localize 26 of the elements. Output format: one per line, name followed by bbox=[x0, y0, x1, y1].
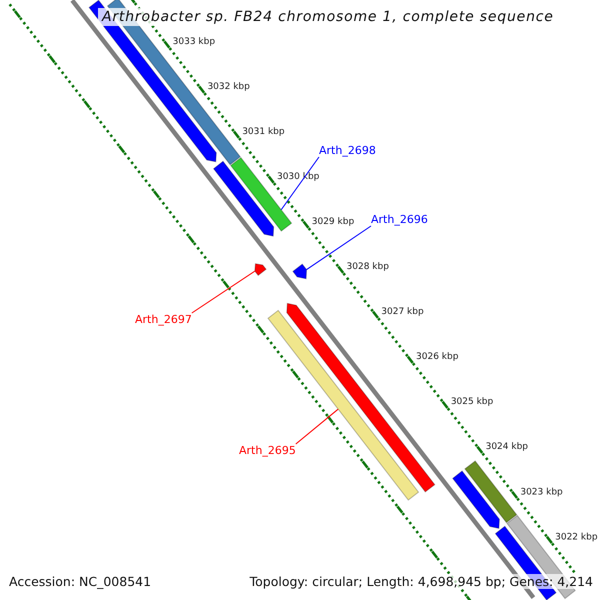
tick-label: 3026 kbp bbox=[416, 352, 458, 362]
gene-label: Arth_2696 bbox=[371, 213, 428, 226]
tick-label: 3032 kbp bbox=[207, 82, 250, 92]
tick-label: 3024 kbp bbox=[486, 442, 528, 452]
gene-label: Arth_2697 bbox=[135, 313, 192, 326]
gene-label: Arth_2695 bbox=[239, 444, 296, 457]
gene-feature-bar bbox=[254, 263, 267, 276]
leader-line bbox=[295, 408, 339, 444]
leader-line bbox=[280, 156, 320, 210]
tick-label: 3029 kbp bbox=[312, 217, 354, 228]
footer-text: Accession: NC_008541 bbox=[9, 574, 152, 589]
leader-line bbox=[306, 226, 372, 270]
gene-feature-bar bbox=[452, 470, 500, 529]
tick-label: 3022 kbp bbox=[555, 532, 598, 542]
tick-label: 3027 kbp bbox=[381, 307, 424, 318]
tick-label: 3031 kbp bbox=[242, 127, 285, 138]
gene-feature-bar bbox=[212, 160, 274, 237]
tick-label: 3025 kbp bbox=[450, 397, 494, 408]
footer-text: Topology: circular; Length: 4,698,945 bp; Genes: 4,214 bbox=[250, 574, 593, 589]
tick-label: 3028 kbp bbox=[346, 262, 389, 272]
tick-label: 3023 kbp bbox=[520, 487, 563, 498]
gene-label: Arth_2698 bbox=[319, 144, 376, 157]
leader-line bbox=[191, 270, 256, 314]
tick-label: 3033 kbp bbox=[172, 36, 216, 47]
gene-feature-bar bbox=[464, 460, 518, 524]
gene-feature-bar bbox=[292, 263, 308, 280]
